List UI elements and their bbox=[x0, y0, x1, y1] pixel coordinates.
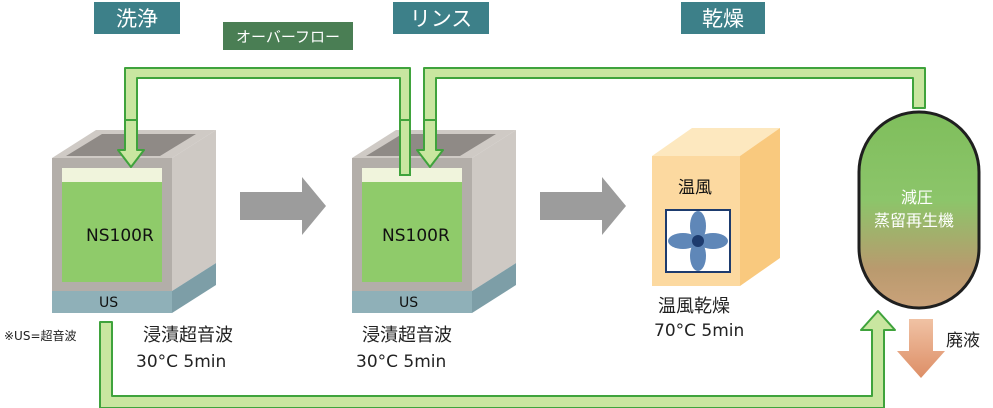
rinse-caption-method: 浸漬超音波 bbox=[362, 325, 452, 346]
dryer-caption-condition: 70°C 5min bbox=[654, 321, 745, 341]
waste-label: 廃液 bbox=[946, 331, 980, 351]
rinse-caption-condition: 30°C 5min bbox=[356, 352, 447, 372]
recycler-label-line1: 減圧 bbox=[901, 188, 934, 207]
rinse-inflow-arrow bbox=[399, 119, 444, 176]
waste-arrow bbox=[897, 319, 945, 378]
wash-caption-method: 浸漬超音波 bbox=[143, 325, 233, 346]
return-pipe-to-recycler bbox=[99, 310, 896, 408]
footnote: ※US=超音波 bbox=[4, 329, 77, 343]
header-dry: 乾燥 bbox=[681, 2, 765, 34]
dryer-caption-method: 温風乾燥 bbox=[658, 296, 730, 317]
flow-arrow-wash-to-rinse bbox=[240, 177, 326, 235]
wash-tank-us-label: US bbox=[99, 295, 119, 311]
flow-arrow-rinse-to-dry bbox=[540, 177, 626, 235]
header-rinse: リンス bbox=[393, 2, 489, 34]
fan-icon bbox=[665, 209, 731, 273]
overflow-tag: オーバーフロー bbox=[223, 22, 353, 50]
wash-tank-liquid-label: NS100R bbox=[86, 226, 154, 246]
wash-inflow-arrow bbox=[117, 119, 145, 168]
vacuum-distillation-recycler bbox=[857, 110, 981, 310]
wash-caption-condition: 30°C 5min bbox=[136, 352, 227, 372]
recycler-label-line2: 蒸留再生機 bbox=[874, 211, 955, 230]
rinse-tank-us-label: US bbox=[399, 295, 419, 311]
dryer-box-label: 温風 bbox=[678, 178, 712, 198]
rinse-tank bbox=[352, 130, 516, 313]
rinse-tank-liquid-label: NS100R bbox=[382, 226, 450, 246]
header-wash: 洗浄 bbox=[94, 2, 180, 34]
